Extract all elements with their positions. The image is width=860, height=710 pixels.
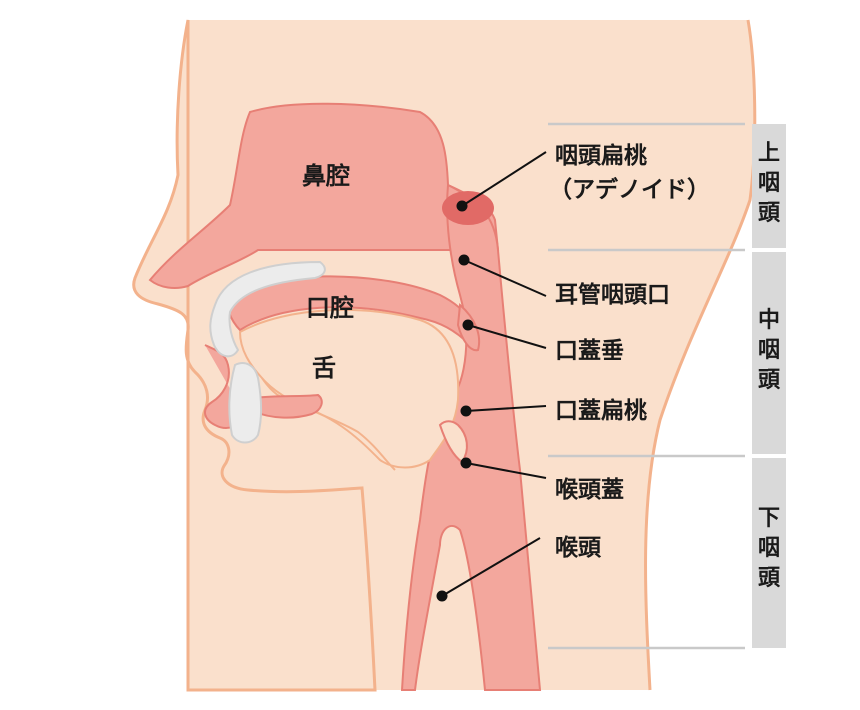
region-lower-char-2: 咽 (758, 536, 780, 561)
upper-teeth (209, 260, 326, 358)
region-upper-char-1: 上 (758, 141, 780, 166)
lower-teeth (228, 362, 262, 444)
label-epiglottis: 喉頭蓋 (555, 476, 624, 503)
label-nasal-cavity: 鼻腔 (302, 162, 350, 190)
dot-epiglottis (460, 457, 472, 469)
label-adenoid: （アデノイド） (549, 176, 710, 203)
region-middle-char-2: 咽 (758, 338, 780, 363)
label-pharyngeal-tonsil: 咽頭扁桃 (555, 143, 647, 169)
label-oral-cavity: 口腔 (306, 294, 354, 322)
region-bar-middle (752, 252, 786, 454)
region-upper-char-2: 咽 (758, 171, 780, 196)
label-larynx: 喉頭 (555, 534, 602, 561)
leader-larynx (441, 537, 541, 597)
oral-cavity-shape (223, 275, 474, 347)
region-middle-char-3: 頭 (758, 368, 781, 393)
dot-larynx (436, 590, 448, 602)
region-lower-char-3: 頭 (758, 566, 781, 591)
leader-uvula (467, 324, 547, 349)
label-uvula: 口蓋垂 (555, 338, 624, 364)
tongue-shape (238, 308, 460, 469)
nasal-cavity-shape (148, 102, 500, 289)
label-eustachian-opening: 耳管咽頭口 (555, 281, 670, 308)
leader-eustachian-opening (463, 259, 547, 297)
region-bar-lower (752, 458, 786, 648)
pharyngeal-tonsil-shape (442, 191, 494, 225)
face-profile (132, 19, 377, 692)
region-middle-char-1: 中 (758, 308, 780, 333)
dot-palatine-tonsil (460, 405, 472, 417)
region-bar-upper (752, 124, 786, 248)
back-of-neck-outline (644, 19, 757, 691)
lower-lip (254, 393, 323, 419)
epiglottis-shape (438, 420, 468, 464)
label-tongue: 舌 (312, 354, 336, 382)
leader-palatine-tonsil (465, 405, 547, 412)
region-lower-char-1: 下 (758, 506, 780, 531)
leader-pharyngeal-tonsil (461, 151, 547, 207)
label-palatine-tonsil: 口蓋扁桃 (555, 398, 647, 424)
leader-epiglottis (465, 462, 547, 479)
dot-pharyngeal-tonsil (456, 200, 468, 212)
dot-eustachian-opening (458, 254, 470, 266)
dot-uvula (462, 319, 474, 331)
region-upper-char-3: 頭 (758, 201, 781, 226)
